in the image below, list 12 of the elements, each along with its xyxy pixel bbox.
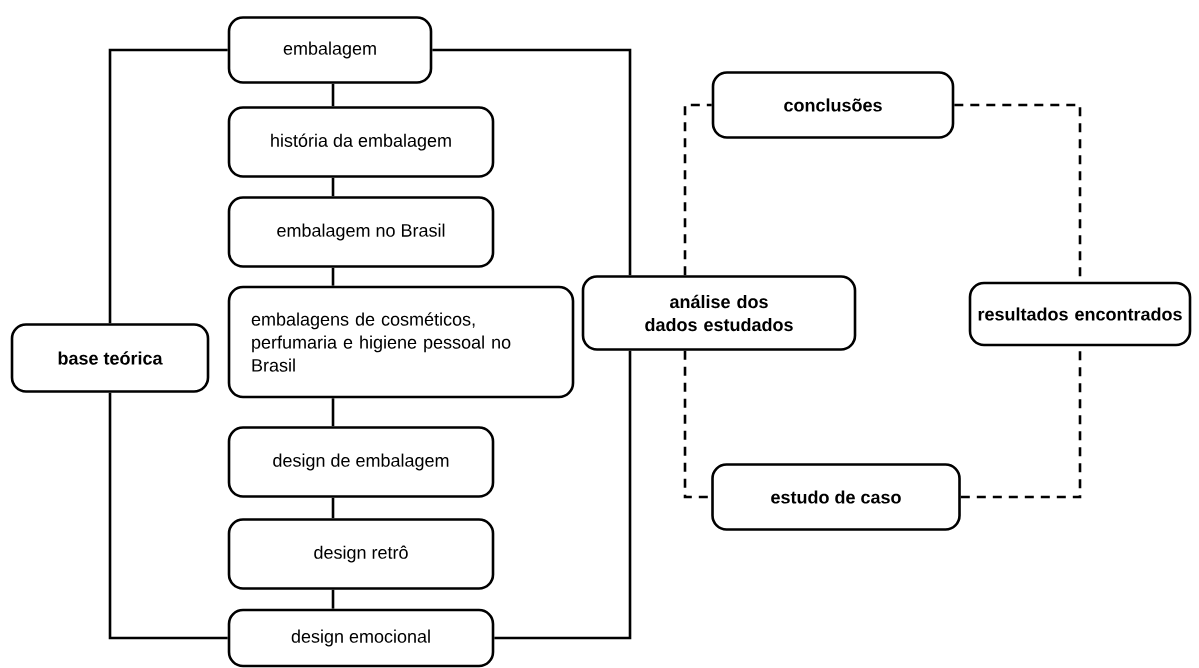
- topic-box: design de embalagem: [227, 426, 495, 498]
- topic-box: embalagem no Brasil: [227, 196, 495, 268]
- topic-box: design emocional: [227, 608, 495, 668]
- stage-box: estudo de caso: [711, 463, 961, 531]
- topic-box: design retrô: [227, 518, 495, 590]
- topic-box: análise dos dados estudados: [581, 275, 857, 351]
- topic-box: história da embalagem: [227, 106, 495, 178]
- topic-box: base teórica: [10, 323, 210, 393]
- topic-box: resultados encontrados: [968, 281, 1192, 347]
- stage-box: conclusões: [711, 71, 955, 139]
- topic-box: embalagem: [227, 16, 433, 84]
- topic-box: embalagens de cosméticos, perfumaria e higiene pessoal no Brasil: [227, 285, 575, 399]
